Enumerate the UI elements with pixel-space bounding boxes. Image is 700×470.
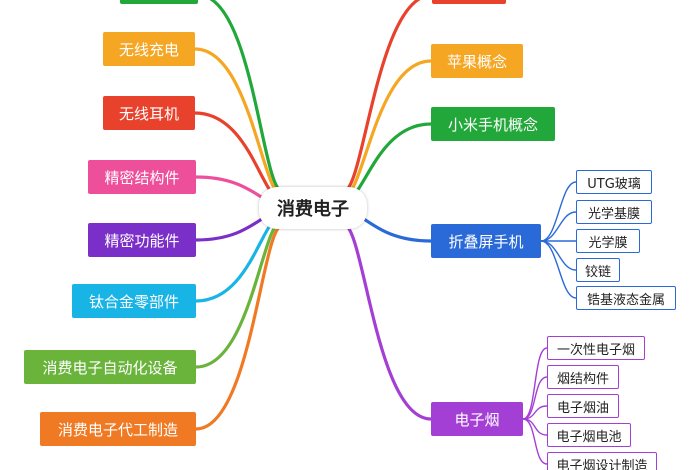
branch-label: 折叠屏手机 — [448, 232, 524, 251]
branch-xiaomi-concept[interactable]: 小米手机概念 — [431, 107, 555, 141]
branch-label: 钛合金零部件 — [88, 292, 179, 311]
sub-node-label: UTG玻璃 — [587, 176, 641, 192]
branch-e-cigarette[interactable]: 电子烟 — [431, 402, 523, 436]
connector-e_cigarette — [342, 223, 433, 421]
branch-oem-manufacturing[interactable]: 消费电子代工制造 — [40, 412, 196, 446]
branch-label: 消费电子代工制造 — [57, 420, 178, 439]
sub-node-smoke-structure[interactable]: 烟结构件 — [547, 365, 619, 389]
connector-automation_equipment — [194, 219, 284, 369]
branch-label: 电子烟 — [454, 410, 500, 429]
sub-connector-ecig-3 — [522, 418, 548, 436]
branch-automation-equipment[interactable]: 消费电子自动化设备 — [24, 350, 196, 384]
branch-wireless-earphone[interactable]: 无线耳机 — [103, 96, 195, 130]
sub-node-ecig-design-manufacturing[interactable]: 电子烟设计制造 — [547, 452, 657, 470]
sub-node-optical-base-film[interactable]: 光学基膜 — [576, 200, 652, 224]
branch-label: 精密结构件 — [104, 168, 180, 187]
branch-wireless-charging[interactable]: 无线充电 — [103, 32, 195, 66]
sub-node-label: 一次性电子烟 — [556, 342, 635, 358]
sub-node-label: 光学膜 — [588, 235, 628, 251]
branch-label: 无线充电 — [118, 40, 179, 59]
sub-node-label: 铰链 — [584, 264, 611, 280]
sub-node-optical-film[interactable]: 光学膜 — [576, 229, 640, 253]
branch-label: 苹果概念 — [446, 52, 507, 71]
sub-node-label: 电子烟油 — [556, 400, 609, 416]
sub-connector-ecig-4 — [522, 418, 548, 465]
sub-node-disposable-ecig[interactable]: 一次性电子烟 — [547, 336, 645, 360]
connector-wireless_charging — [193, 47, 284, 197]
sub-node-ecig-battery[interactable]: 电子烟电池 — [547, 423, 631, 447]
sub-connector-fold-4 — [540, 240, 577, 299]
branch-titanium-parts[interactable]: 钛合金零部件 — [72, 284, 196, 318]
branch-node-top-right-partial[interactable] — [432, 0, 506, 4]
sub-connector-fold-1 — [540, 211, 577, 242]
sub-node-label: 电子烟设计制造 — [556, 458, 648, 470]
branch-label: 小米手机概念 — [447, 115, 538, 134]
sub-node-utg-glass[interactable]: UTG玻璃 — [576, 170, 652, 194]
sub-connector-ecig-0 — [522, 347, 548, 420]
connector-apple_concept — [342, 59, 433, 198]
sub-node-label: 锆基液态金属 — [586, 292, 665, 308]
branch-node-top-left-partial[interactable] — [120, 0, 198, 4]
center-topic-label: 消费电子 — [277, 199, 349, 220]
sub-connector-ecig-1 — [522, 376, 548, 420]
connector-top_left — [208, 0, 284, 193]
sub-node-hinge[interactable]: 铰链 — [576, 258, 620, 282]
branch-label: 精密功能件 — [104, 231, 180, 250]
sub-node-label: 电子烟电池 — [556, 429, 622, 445]
sub-connector-fold-0 — [540, 181, 577, 242]
sub-node-ecig-liquid[interactable]: 电子烟油 — [547, 394, 619, 418]
connector-oem_manufacturing — [194, 224, 284, 431]
branch-label: 消费电子自动化设备 — [42, 358, 178, 377]
sub-connector-fold-3 — [540, 240, 577, 271]
branch-foldable-phone[interactable]: 折叠屏手机 — [431, 224, 541, 258]
branch-precision-function[interactable]: 精密功能件 — [88, 223, 196, 257]
sub-node-label: 烟结构件 — [556, 371, 609, 387]
sub-node-zirconium-liquid-metal[interactable]: 锆基液态金属 — [576, 286, 676, 310]
center-topic[interactable]: 消费电子 — [259, 187, 367, 229]
connector-top_right — [342, 0, 421, 193]
branch-precision-structure[interactable]: 精密结构件 — [88, 160, 196, 194]
branch-apple-concept[interactable]: 苹果概念 — [431, 44, 523, 78]
sub-node-label: 光学基膜 — [587, 206, 640, 222]
branch-label: 无线耳机 — [118, 104, 179, 123]
